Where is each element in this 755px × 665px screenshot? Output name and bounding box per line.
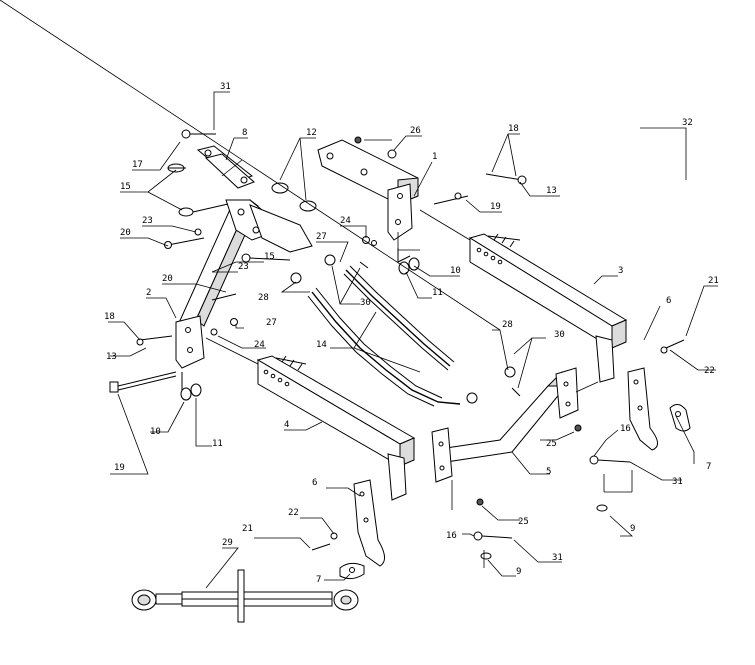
callout-14: 14	[316, 340, 327, 350]
callout-8: 8	[242, 128, 247, 138]
callout-24: 24	[340, 216, 351, 226]
callout-27: 27	[316, 232, 327, 242]
part-7-lower-lug	[339, 562, 365, 580]
callout-28: 28	[502, 320, 513, 330]
part-5-cross-bar	[431, 367, 579, 483]
callout-6: 6	[312, 478, 317, 488]
callout-5: 5	[546, 467, 551, 477]
callout-20: 20	[120, 228, 131, 238]
part-7-right-lug	[669, 404, 691, 432]
callout-12: 12	[306, 128, 317, 138]
callout-25: 25	[518, 517, 529, 527]
callout-10: 10	[150, 427, 161, 437]
callout-32: 32	[682, 118, 693, 128]
part-14-chains	[307, 265, 461, 407]
callout-9: 9	[516, 567, 521, 577]
callout-23: 23	[142, 216, 153, 226]
part-4-lower-beam	[256, 355, 416, 501]
callout-19: 19	[490, 202, 501, 212]
callout-21: 21	[708, 276, 719, 286]
callout-leaders	[0, 0, 718, 589]
part-2-left-a-frame	[175, 199, 313, 392]
callout-13: 13	[546, 186, 557, 196]
callout-15: 15	[264, 252, 275, 262]
callout-30: 30	[360, 298, 371, 308]
callout-15: 15	[120, 182, 131, 192]
callout-6: 6	[666, 296, 671, 306]
callout-29: 29	[222, 538, 233, 548]
callout-31: 31	[220, 82, 231, 92]
callout-16: 16	[620, 424, 631, 434]
callout-27: 27	[266, 318, 277, 328]
callout-31: 31	[672, 477, 683, 487]
part-3-upper-beam	[468, 233, 628, 383]
callout-9: 9	[630, 524, 635, 534]
callout-25: 25	[546, 439, 557, 449]
part-8-link-bracket	[196, 145, 255, 189]
callout-4: 4	[284, 420, 289, 430]
callout-3: 3	[618, 266, 623, 276]
callout-23: 23	[238, 262, 249, 272]
callout-22: 22	[288, 508, 299, 518]
callout-11: 11	[432, 288, 443, 298]
callout-16: 16	[446, 531, 457, 541]
callout-17: 17	[132, 160, 143, 170]
callout-10: 10	[450, 266, 461, 276]
part-1-upper-bracket	[317, 139, 419, 263]
part-29-top-link	[131, 569, 359, 623]
callout-11: 11	[212, 439, 223, 449]
callout-labels: 31 8 12 26 18 32 17 1 13 15 19 23 24 20 …	[104, 82, 719, 585]
callout-20: 20	[162, 274, 173, 284]
callout-7: 7	[706, 462, 711, 472]
callout-24: 24	[254, 340, 265, 350]
part-6-lower-plate	[353, 479, 385, 567]
callout-7: 7	[316, 575, 321, 585]
callout-18: 18	[508, 124, 519, 134]
callout-28: 28	[258, 293, 269, 303]
callout-2: 2	[146, 288, 151, 298]
callout-18: 18	[104, 312, 115, 322]
callout-22: 22	[704, 366, 715, 376]
part-6-right-plate	[627, 367, 658, 451]
callout-31: 31	[552, 553, 563, 563]
callout-1: 1	[432, 152, 437, 162]
callout-30: 30	[554, 330, 565, 340]
callout-19: 19	[114, 463, 125, 473]
callout-13: 13	[106, 352, 117, 362]
callout-26: 26	[410, 126, 421, 136]
callout-21: 21	[242, 524, 253, 534]
